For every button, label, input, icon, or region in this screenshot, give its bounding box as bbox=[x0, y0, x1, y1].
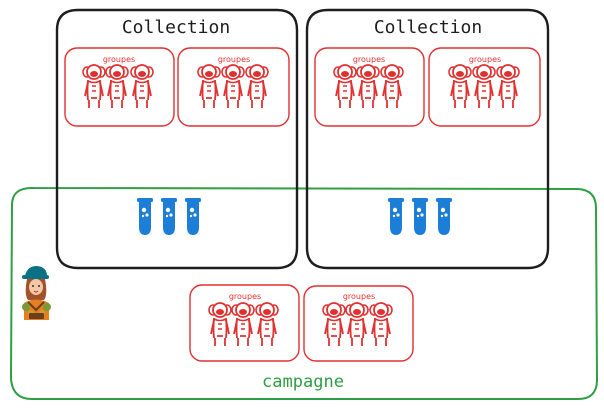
monkey-icon bbox=[369, 302, 393, 347]
monkey-icon bbox=[245, 64, 269, 109]
collection-box: Collection groupes groupes bbox=[305, 8, 550, 270]
test-tube-icon bbox=[412, 198, 428, 235]
group-box: groupes bbox=[303, 285, 414, 362]
test-tube-icon bbox=[161, 198, 177, 235]
group-label: groupes bbox=[229, 292, 261, 301]
group-box: groupes bbox=[64, 47, 175, 127]
collection-title: Collection bbox=[122, 17, 230, 38]
group-label: groupes bbox=[103, 55, 135, 64]
monkey-icon bbox=[356, 64, 380, 109]
monkey-icon bbox=[221, 64, 245, 109]
group-label: groupes bbox=[353, 55, 385, 64]
campaign-box: campagne bbox=[9, 186, 599, 401]
test-tube-icon bbox=[137, 198, 153, 235]
monkey-icon bbox=[82, 64, 106, 109]
monkey-icon bbox=[333, 64, 357, 109]
monkey-icon bbox=[448, 64, 472, 109]
monkey-icon bbox=[255, 302, 279, 347]
monkey-icon bbox=[322, 302, 346, 347]
group-label: groupes bbox=[343, 292, 375, 301]
monkey-icon bbox=[380, 64, 404, 109]
monkey-icon bbox=[231, 302, 255, 347]
group-box: groupes bbox=[428, 47, 541, 127]
group-box: groupes bbox=[314, 47, 425, 127]
monkey-icon bbox=[345, 302, 369, 347]
campaign-label: campagne bbox=[262, 372, 344, 392]
collection-title: Collection bbox=[374, 17, 482, 38]
group-box: groupes bbox=[177, 47, 290, 127]
monkey-icon bbox=[496, 64, 520, 109]
monkey-icon bbox=[208, 302, 232, 347]
test-tube-icon bbox=[436, 198, 452, 235]
monkey-icon bbox=[130, 64, 154, 109]
test-tube-icon bbox=[185, 198, 201, 235]
monkey-icon bbox=[105, 64, 129, 109]
group-box: groupes bbox=[189, 284, 300, 362]
group-label: groupes bbox=[469, 55, 501, 64]
scientist-icon bbox=[22, 266, 51, 320]
test-tube-icon bbox=[388, 198, 404, 235]
monkey-icon bbox=[197, 64, 221, 109]
monkey-icon bbox=[472, 64, 496, 109]
collection-box: Collection groupes groupes bbox=[55, 8, 299, 270]
group-label: groupes bbox=[218, 55, 250, 64]
